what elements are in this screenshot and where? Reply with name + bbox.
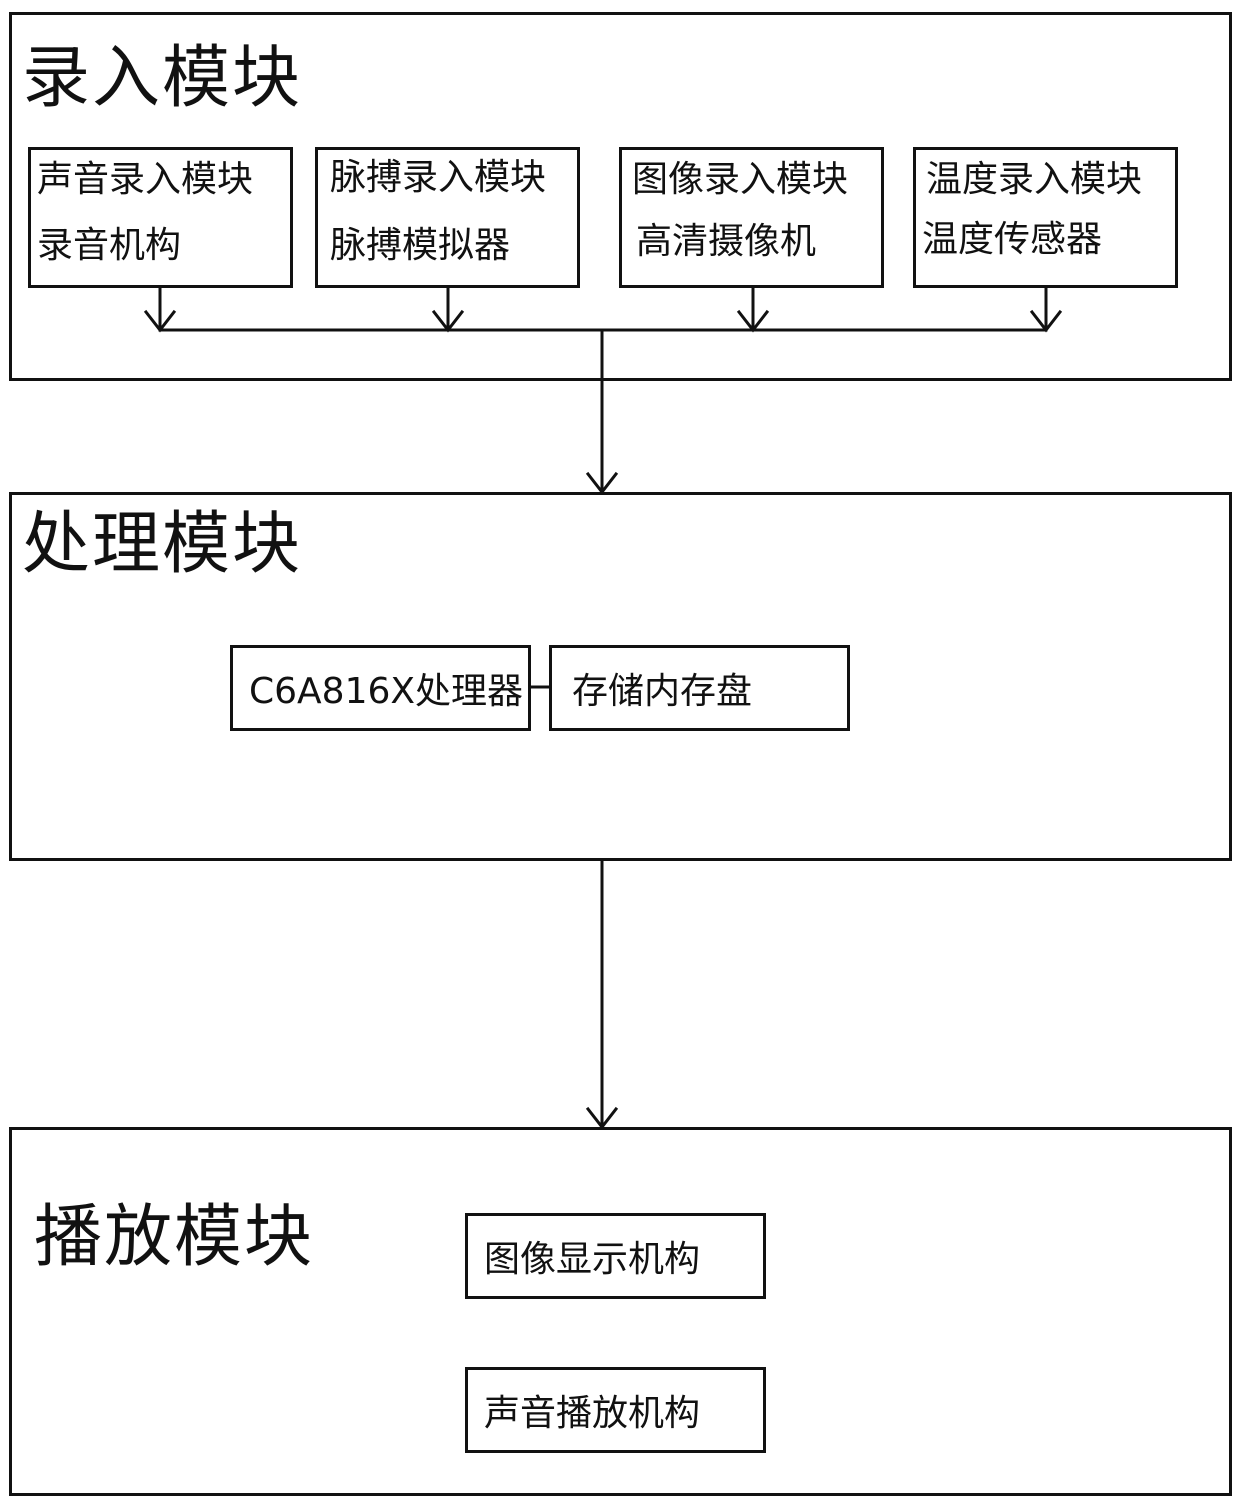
pulse-input-box: 脉搏录入模块 脉搏模拟器: [315, 147, 580, 288]
sound-playback-box: 声音播放机构: [465, 1367, 766, 1453]
image-input-box: 图像录入模块 高清摄像机: [619, 147, 884, 288]
storage-box: 存储内存盘: [549, 645, 850, 731]
image-input-label: 图像录入模块: [632, 162, 848, 198]
playback-arrowhead: [588, 1109, 616, 1127]
temperature-input-box: 温度录入模块 温度传感器: [913, 147, 1178, 288]
processing-module-title: 处理模块: [22, 511, 302, 579]
sound-playback-label: 声音播放机构: [468, 1370, 763, 1450]
sound-input-label: 声音录入模块: [37, 162, 253, 198]
playback-module-title: 播放模块: [34, 1204, 314, 1272]
temperature-input-device: 温度传感器: [922, 222, 1102, 258]
image-display-box: 图像显示机构: [465, 1213, 766, 1299]
storage-label: 存储内存盘: [552, 648, 847, 728]
image-display-label: 图像显示机构: [468, 1216, 763, 1296]
temperature-input-label: 温度录入模块: [926, 162, 1142, 198]
image-input-device: 高清摄像机: [636, 224, 816, 260]
pulse-input-device: 脉搏模拟器: [330, 228, 510, 264]
sound-input-device: 录音机构: [37, 228, 181, 264]
processing-arrowhead: [588, 474, 616, 492]
processor-label: C6A816X处理器: [233, 648, 528, 728]
input-module-title: 录入模块: [22, 45, 302, 113]
processor-box: C6A816X处理器: [230, 645, 531, 731]
sound-input-box: 声音录入模块 录音机构: [28, 147, 293, 288]
pulse-input-label: 脉搏录入模块: [330, 160, 546, 196]
